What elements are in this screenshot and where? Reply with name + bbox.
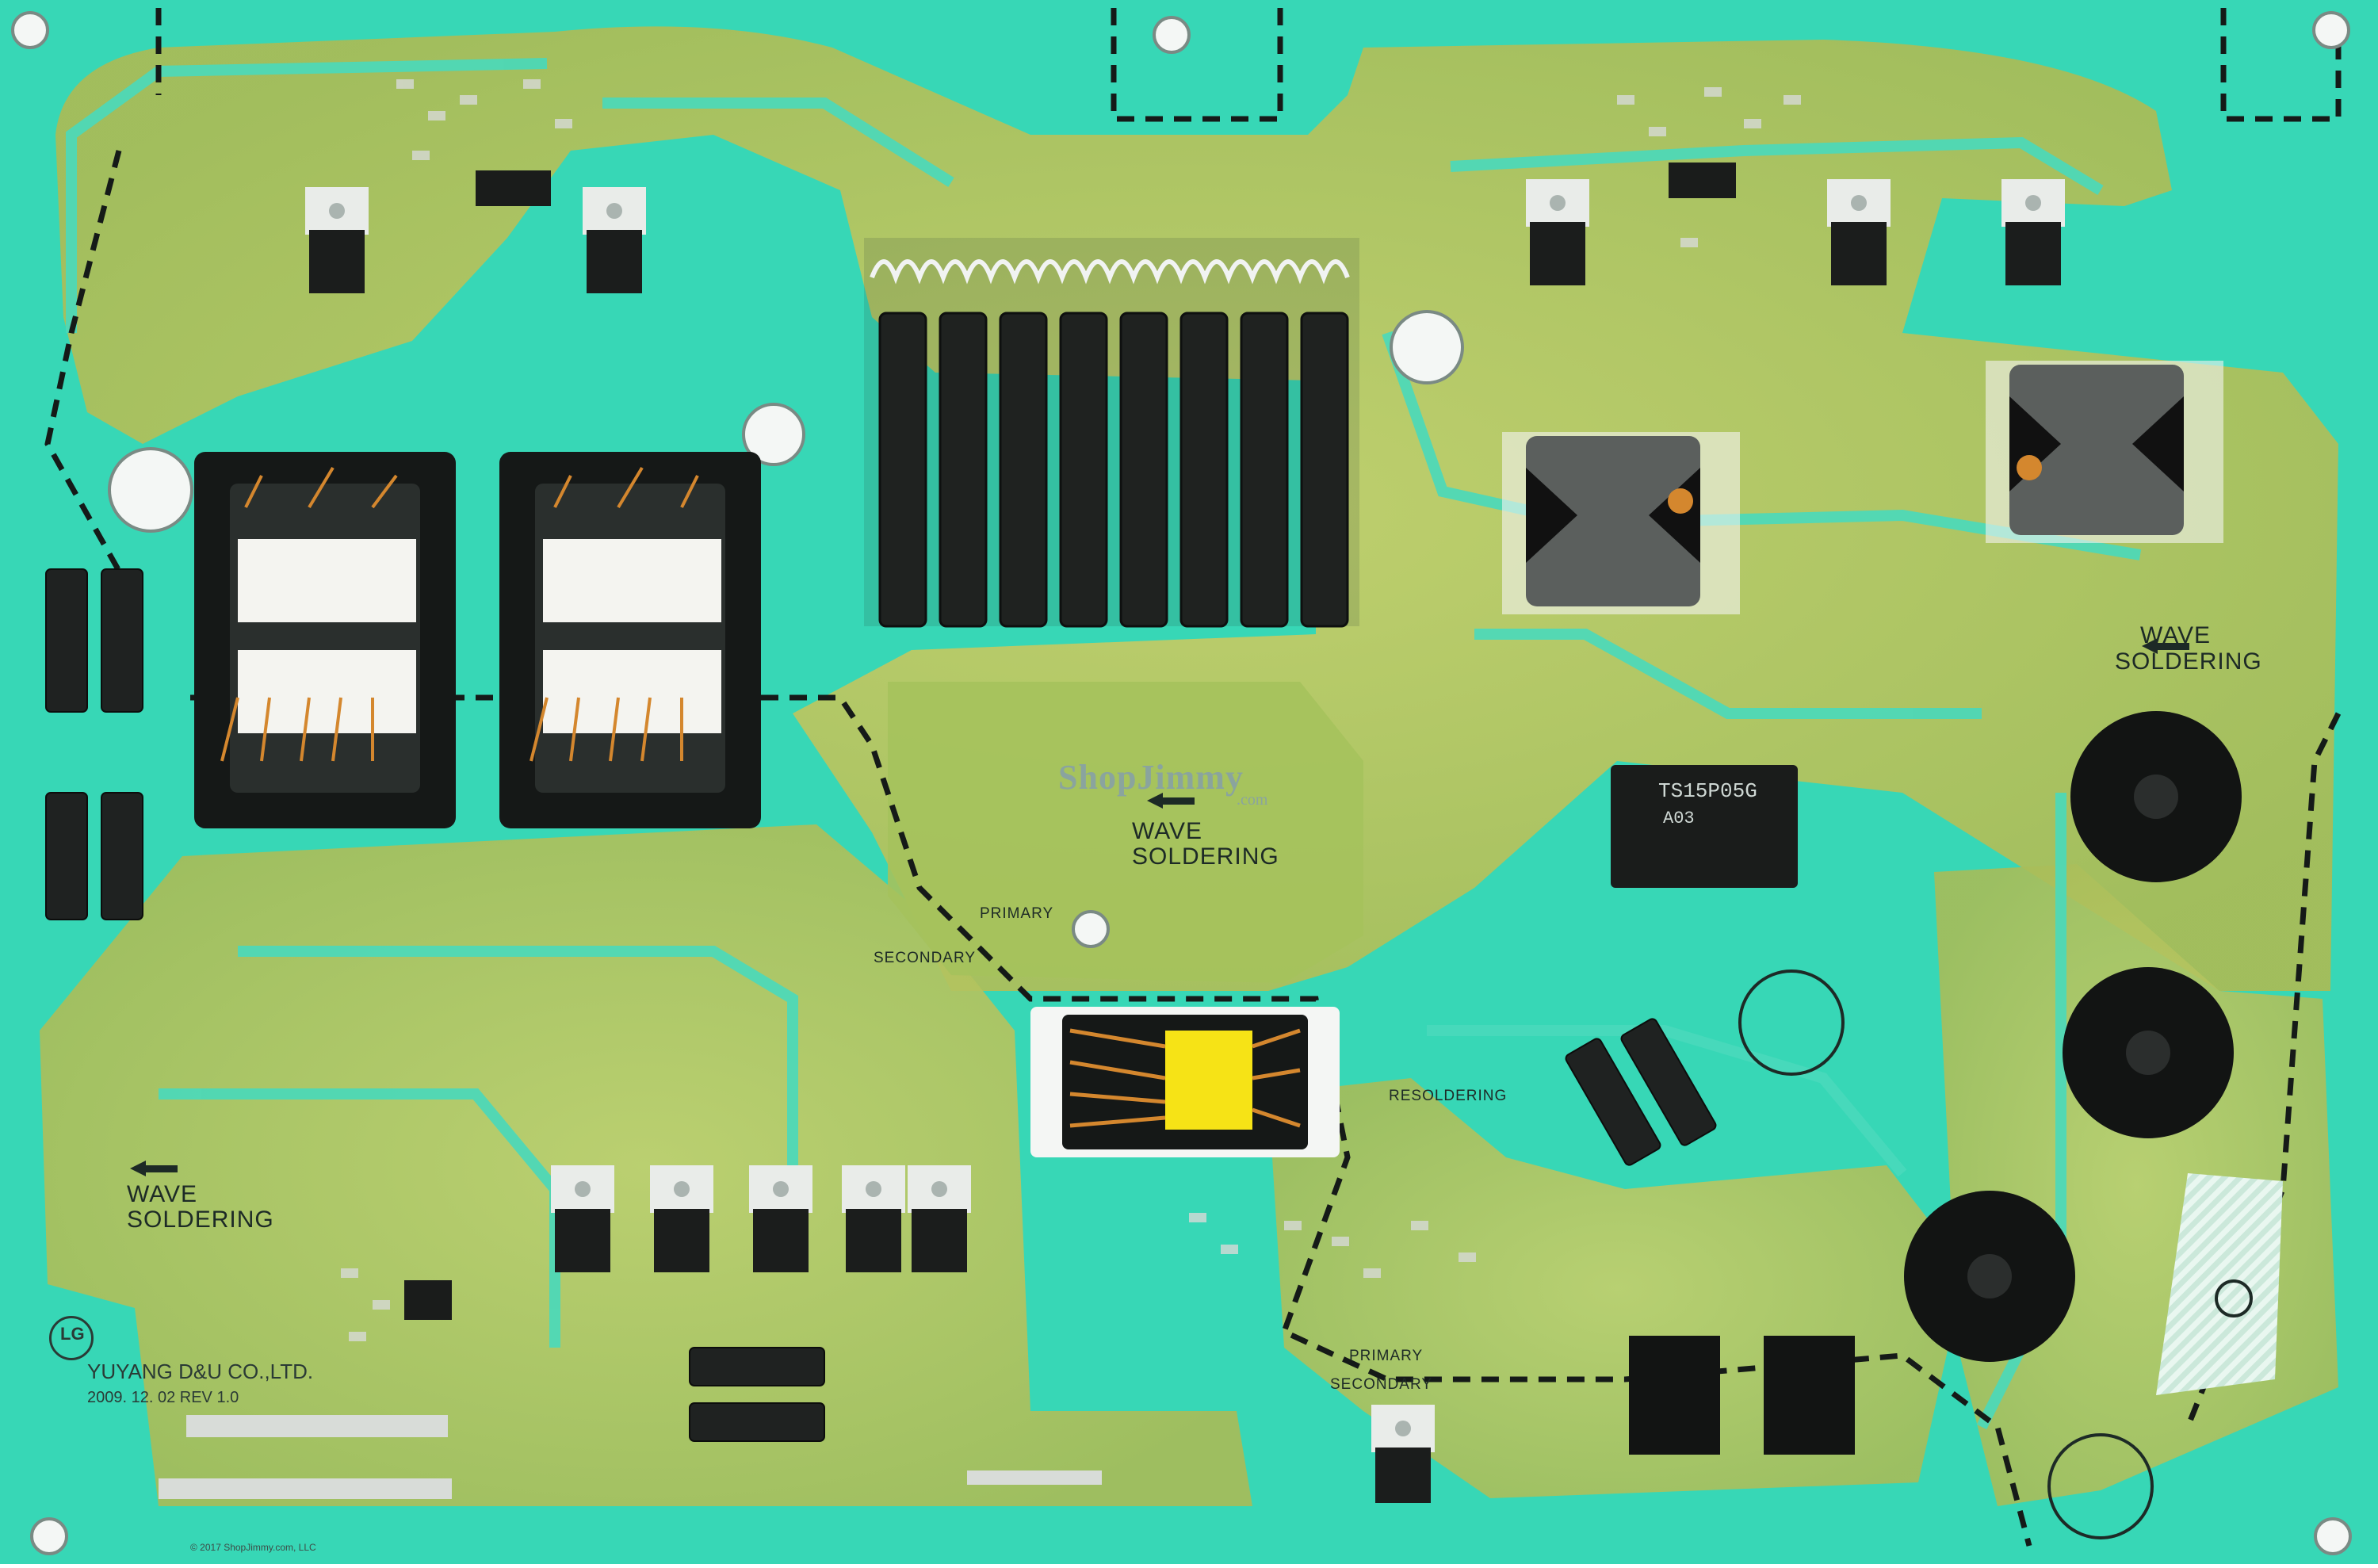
copper-pour-center bbox=[888, 682, 1363, 983]
connectors bbox=[159, 1415, 1102, 1499]
copper-pour-top bbox=[55, 26, 2338, 991]
transformer-standby bbox=[1030, 1007, 1340, 1157]
wave-label-center: WAVE bbox=[1132, 818, 1203, 844]
relay-1 bbox=[1629, 1336, 1720, 1455]
pfc-inductor-2 bbox=[1986, 361, 2223, 543]
soldering-label-top-right: SOLDERING bbox=[2115, 648, 2262, 675]
ic-bottom-left bbox=[404, 1280, 452, 1320]
wave-arrow-center bbox=[1147, 793, 1195, 809]
manufacturer-label: YUYANG D&U CO.,LTD. bbox=[87, 1360, 314, 1383]
hatched-area bbox=[2156, 1173, 2283, 1395]
wave-label-left: WAVE bbox=[127, 1181, 198, 1207]
bridge-rectifier-marking-2: A03 bbox=[1663, 809, 1695, 828]
revision-label: 2009. 12. 02 REV 1.0 bbox=[87, 1389, 239, 1406]
to220-packages bbox=[305, 179, 2065, 1503]
bridge-rectifier bbox=[1611, 765, 1798, 888]
wave-arrow-left bbox=[130, 1161, 178, 1176]
secondary-label-1: SECONDARY bbox=[874, 950, 977, 966]
lg-logo-text: LG bbox=[60, 1324, 85, 1344]
primary-label-1: PRIMARY bbox=[980, 905, 1054, 922]
copper-pour-bottom-left bbox=[40, 824, 1252, 1506]
silk-circles bbox=[1738, 969, 2253, 1539]
ic-top-right bbox=[1669, 163, 1736, 198]
capacitors bbox=[45, 568, 1717, 1442]
resoldering-label: RESOLDERING bbox=[1389, 1088, 1508, 1104]
mounting-holes bbox=[11, 11, 2352, 1555]
primary-label-2: PRIMARY bbox=[1349, 1348, 1424, 1364]
wave-arrow-top-right bbox=[2142, 638, 2189, 654]
soldering-label-left: SOLDERING bbox=[127, 1207, 274, 1233]
lg-logo-icon bbox=[49, 1316, 94, 1360]
transformer-left-1 bbox=[194, 452, 456, 828]
bridge-rectifier-marking: TS15P05G bbox=[1658, 779, 1757, 803]
heatsink-array bbox=[864, 238, 1359, 628]
watermark: ShopJimmy bbox=[1058, 758, 1244, 797]
secondary-label-2: SECONDARY bbox=[1330, 1376, 1433, 1393]
soldering-label-center: SOLDERING bbox=[1132, 843, 1279, 870]
copyright-text: © 2017 ShopJimmy.com, LLC bbox=[190, 1542, 316, 1553]
smd-components bbox=[341, 79, 1801, 1341]
transformer-left-2 bbox=[499, 452, 761, 828]
watermark-suffix: .com bbox=[1237, 791, 1268, 809]
wave-label-top-right: WAVE bbox=[2140, 622, 2212, 648]
ic-top-left bbox=[476, 170, 551, 206]
relay-2 bbox=[1764, 1336, 1855, 1455]
choke-centers bbox=[1967, 774, 2178, 1298]
pfc-inductor-1 bbox=[1502, 432, 1740, 614]
